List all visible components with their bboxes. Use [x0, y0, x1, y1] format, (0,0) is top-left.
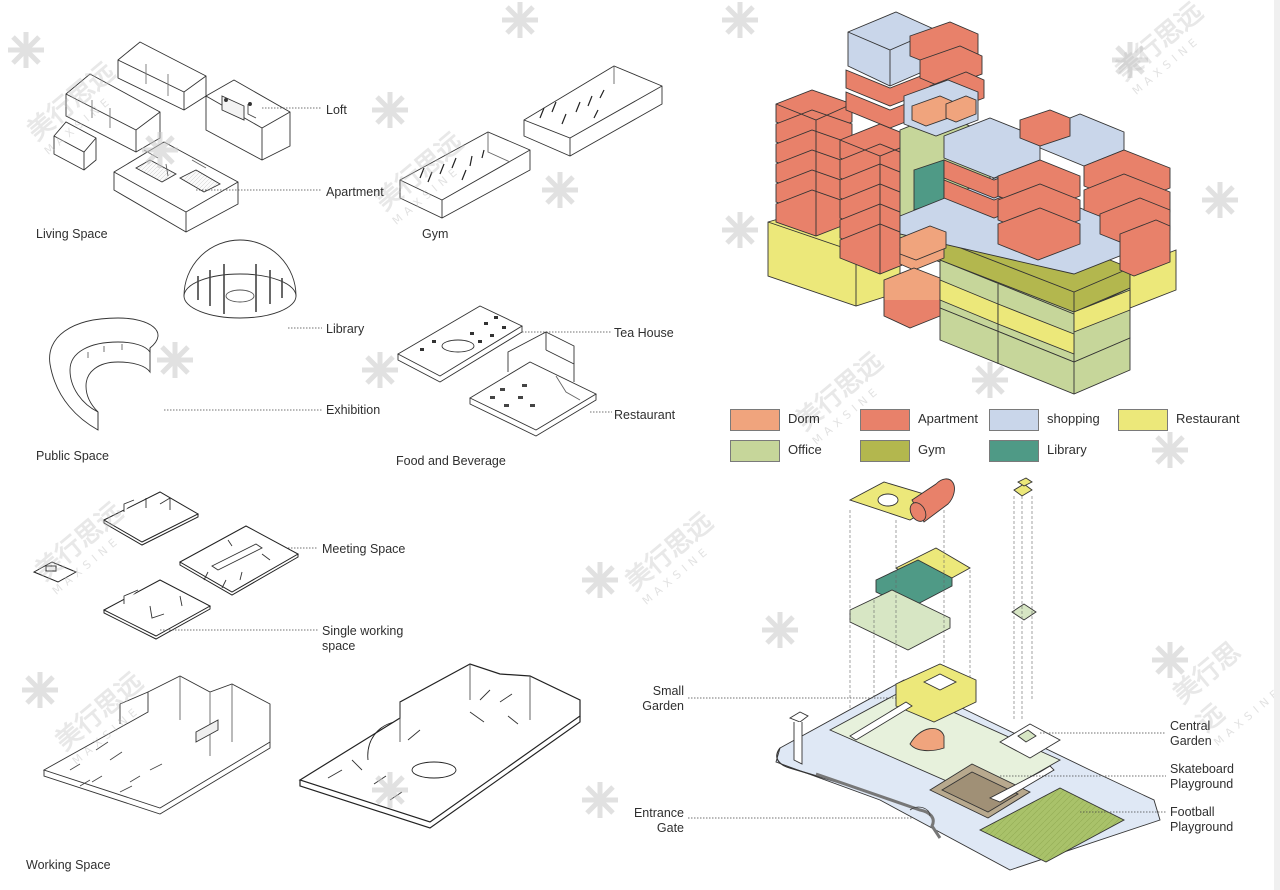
label-central-garden-line2: Garden	[1170, 734, 1212, 748]
label-small-garden-line1: Small	[652, 684, 684, 698]
page-edge-bar	[1274, 0, 1280, 890]
label-entrance-gate-line2: Gate	[656, 821, 684, 835]
legend-label-office: Office	[788, 442, 822, 457]
label-entrance-gate-line1: Entrance	[633, 806, 684, 820]
gym-drawing	[399, 65, 663, 219]
label-football-line1: Football	[1170, 805, 1215, 819]
section-title-food-beverage: Food and Beverage	[396, 454, 506, 468]
working-space-axo-left	[42, 675, 271, 815]
label-single-working-line1: Single working	[322, 624, 404, 638]
legend-label-restaurant: Restaurant	[1176, 411, 1240, 426]
section-title-working-space: Working Space	[26, 858, 111, 872]
legend-swatch-dorm	[730, 409, 780, 431]
site-leaders	[688, 697, 1166, 819]
label-loft: Loft	[326, 103, 347, 117]
legend-swatch-office	[730, 440, 780, 462]
label-football-line2: Playground	[1170, 820, 1234, 834]
label-tea-house: Tea House	[614, 326, 674, 340]
legend-label-library: Library	[1047, 442, 1087, 457]
label-skateboard-line2: Playground	[1170, 777, 1234, 791]
legend-label-dorm: Dorm	[788, 411, 820, 426]
working-space-axo-right	[298, 663, 581, 829]
watermark-stars	[8, 2, 1238, 818]
public-space-drawing	[49, 239, 297, 431]
label-small-garden-line2: Garden	[642, 699, 684, 713]
label-central-garden-line1: Central	[1170, 719, 1211, 733]
label-restaurant: Restaurant	[614, 408, 676, 422]
massing-model	[767, 11, 1177, 395]
label-football-playground: Football Playground	[1170, 805, 1233, 835]
label-apartment: Apartment	[326, 185, 384, 199]
legend-label-apartment: Apartment	[918, 411, 978, 426]
label-skateboard-line1: Skateboard	[1170, 762, 1234, 776]
site-plan	[775, 663, 1161, 871]
section-title-public-space: Public Space	[36, 449, 109, 463]
label-central-garden: Central Garden	[1170, 719, 1212, 749]
label-exhibition: Exhibition	[326, 403, 381, 417]
legend-swatch-library	[989, 440, 1039, 462]
label-entrance-gate: Entrance Gate	[628, 806, 684, 836]
legend-swatch-gym	[860, 440, 910, 462]
food-beverage-drawing	[397, 305, 597, 437]
label-single-working: Single working space	[322, 624, 403, 654]
label-small-garden: Small Garden	[640, 684, 684, 714]
section-title-living-space: Living Space	[36, 227, 108, 241]
label-skateboard-playground: Skateboard Playground	[1170, 762, 1234, 792]
section-title-gym: Gym	[422, 227, 449, 241]
label-library: Library	[326, 322, 365, 336]
living-space-drawing	[53, 41, 291, 233]
legend-swatch-restaurant	[1118, 409, 1168, 431]
legend-swatch-shopping	[989, 409, 1039, 431]
label-meeting-space: Meeting Space	[322, 542, 406, 556]
legend-label-shopping: shopping	[1047, 411, 1100, 426]
exploded-layers	[848, 477, 1037, 740]
legend-swatch-apartment	[860, 409, 910, 431]
label-single-working-line2: space	[322, 639, 356, 653]
working-space-plates	[32, 491, 300, 640]
legend-label-gym: Gym	[918, 442, 946, 457]
